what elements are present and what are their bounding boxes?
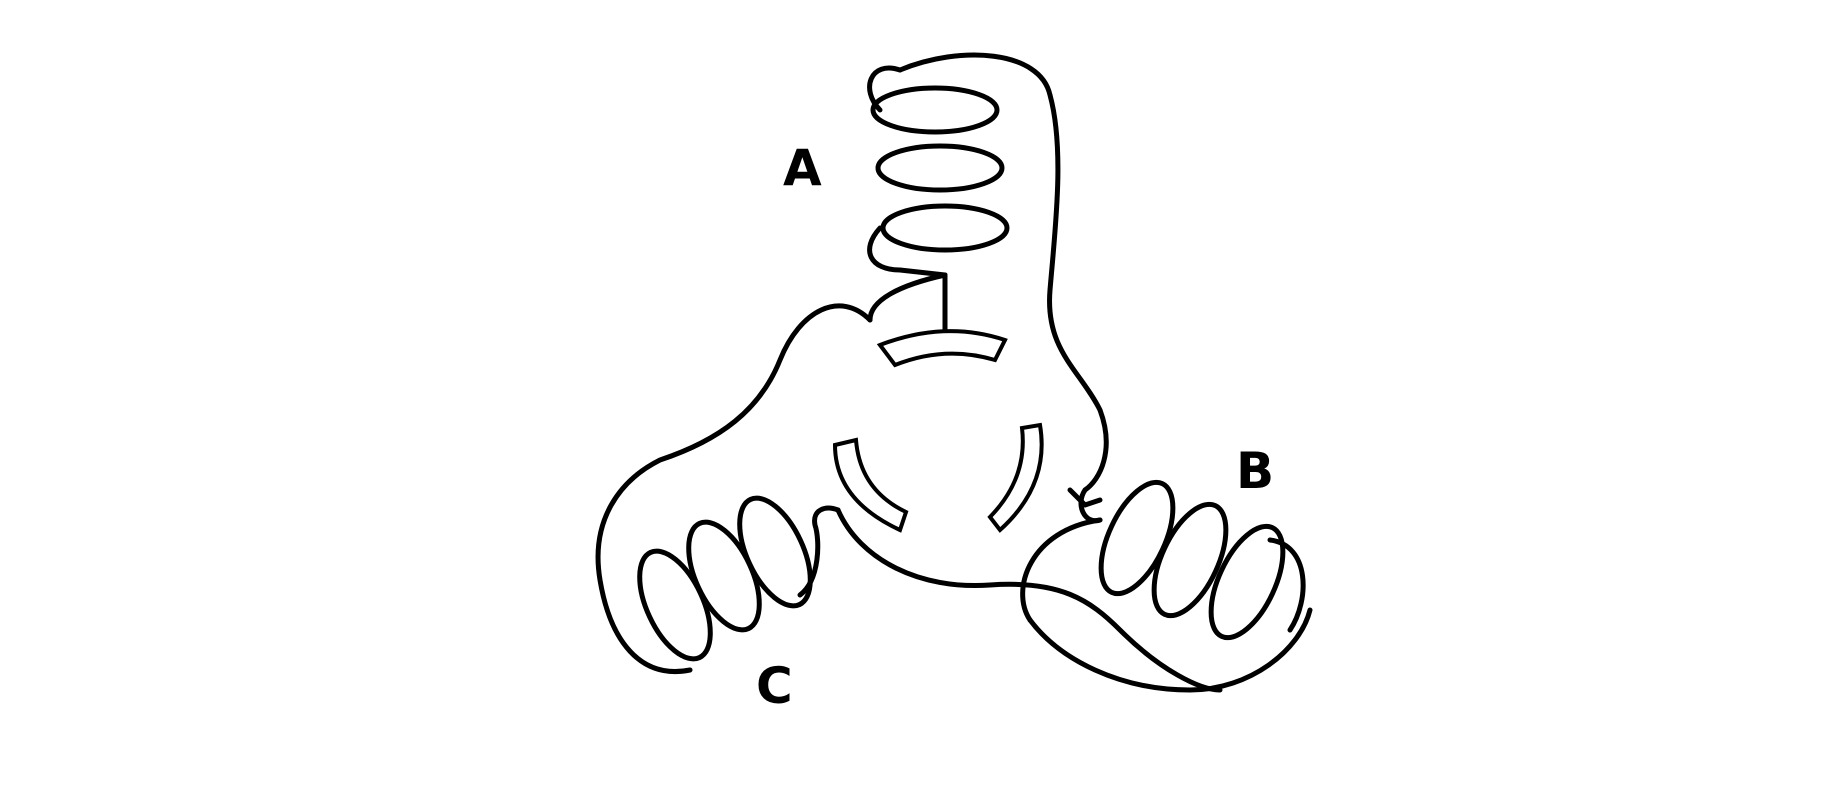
pole-piece-c	[832, 437, 909, 533]
pole-piece-a	[876, 329, 1008, 368]
return-wire	[897, 52, 1109, 524]
label-c: C	[756, 657, 793, 715]
coil-b	[1067, 479, 1306, 641]
return-wire-left	[595, 303, 873, 674]
return-wire-bottom	[1027, 607, 1313, 693]
coil-c	[637, 495, 841, 662]
return-wire-b	[1020, 517, 1103, 623]
label-a: A	[783, 139, 822, 197]
lower-wire	[835, 507, 1223, 693]
coil-a	[867, 65, 1010, 338]
label-b: B	[1236, 442, 1274, 500]
pole-piece-b	[987, 422, 1044, 533]
